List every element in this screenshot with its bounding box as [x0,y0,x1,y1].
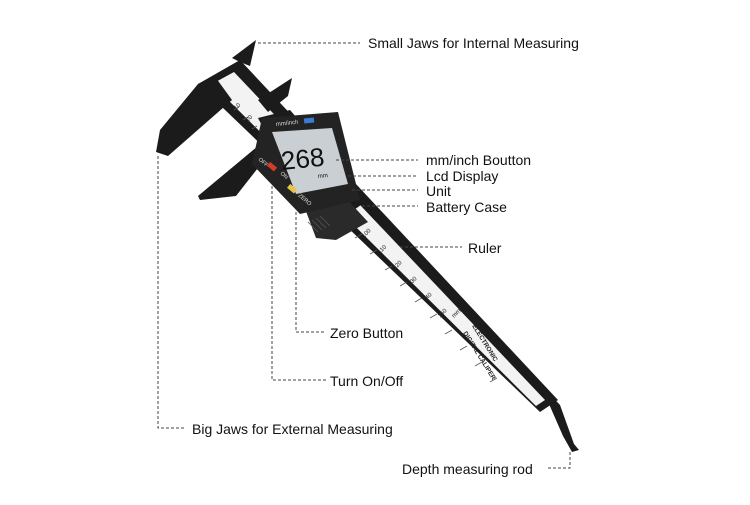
lcd-reading: 268 [279,142,325,176]
on-label: ON [279,171,289,181]
zero-button[interactable] [287,183,298,194]
small-jaw-upper [232,40,256,66]
lcd-unit: mm [318,173,329,180]
label-big-jaws: Big Jaws for External Measuring [192,421,393,437]
mm-inch-button[interactable] [303,117,315,124]
scale-number: 130 [407,276,419,288]
leader-big-jaws [157,156,186,429]
label-ruler: Ruler [468,240,502,256]
scale-unit-label: mm [451,308,462,319]
label-turn-on-off: Turn On/Off [330,373,404,389]
ruler-ticks [215,87,498,383]
on-off-button[interactable] [267,161,278,172]
mm-inch-header: mm/inch [276,120,299,128]
label-zero-button: Zero Button [330,325,404,341]
label-lcd-display: Lcd Display [426,168,499,184]
scale-number: 110 [377,244,388,255]
leader-zero [295,212,326,333]
label-depth-rod: Depth measuring rod [402,461,533,477]
label-unit: Unit [426,183,451,199]
depth-rod [543,392,579,452]
thumb-wheel [307,215,331,233]
scale-number: 20 [245,114,254,123]
scale-number: 150 [437,308,449,320]
label-small-jaws: Small Jaws for Internal Measuring [368,35,579,51]
scale-number: 140 [422,292,434,304]
lcd-screen [272,128,348,194]
small-jaw-lower [258,78,292,112]
big-jaw-fixed [156,78,232,156]
scale-number: 100 [361,228,373,240]
label-mm-inch-button: mm/inch Boutton [426,152,532,168]
label-battery-case: Battery Case [426,199,507,215]
leader-turn-on-off [271,186,326,381]
leader-depth-rod [548,452,571,469]
leader-lines [157,42,571,469]
scale-number: 10 [233,102,242,111]
scale-number: 120 [392,260,404,272]
